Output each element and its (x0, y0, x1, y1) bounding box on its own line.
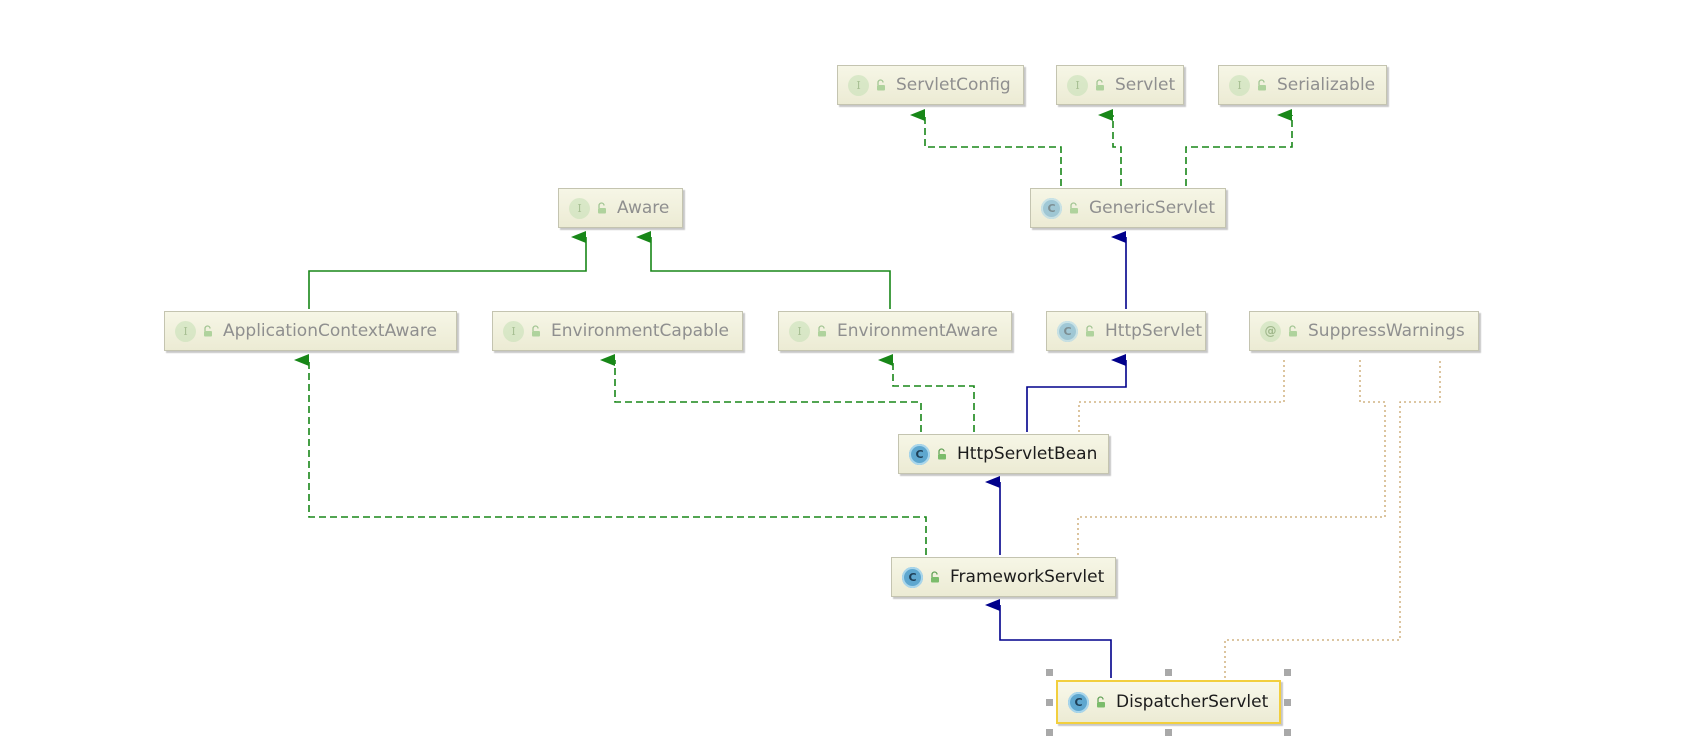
edge-dispatcherservlet-suppresswarnings (1224, 358, 1441, 678)
node-label: DispatcherServlet (1116, 692, 1269, 712)
node-servlet[interactable]: I Servlet (1056, 65, 1184, 105)
resize-handle-right[interactable] (1284, 699, 1291, 706)
node-environmentaware[interactable]: I EnvironmentAware (778, 311, 1012, 351)
node-label: HttpServletBean (957, 444, 1098, 464)
node-label: EnvironmentAware (837, 321, 998, 341)
node-label: Serializable (1277, 75, 1376, 95)
node-label: FrameworkServlet (950, 567, 1105, 587)
edge-httpservletbean-suppresswarnings (1078, 358, 1285, 432)
resize-handle-top-left[interactable] (1046, 669, 1053, 676)
node-applicationcontextaware[interactable]: I ApplicationContextAware (164, 311, 457, 351)
edge-genericservlet-servlet (1098, 109, 1122, 186)
unlock-icon (1289, 325, 1297, 337)
node-httpservlet[interactable]: C HttpServlet (1046, 311, 1206, 351)
edge-applicationcontextaware-aware (308, 231, 587, 309)
interface-icon: I (848, 74, 869, 96)
node-label: Aware (617, 198, 670, 218)
node-label: HttpServlet (1105, 321, 1203, 341)
node-label: ApplicationContextAware (223, 321, 437, 341)
class-icon: C (1041, 197, 1062, 219)
node-label: SuppressWarnings (1308, 321, 1465, 341)
class-icon: C (1057, 320, 1078, 342)
resize-handle-bottom-left[interactable] (1046, 729, 1053, 736)
unlock-icon (1070, 202, 1078, 214)
unlock-icon (1258, 79, 1266, 91)
edge-frameworkservlet-applicationcontextaware (294, 354, 927, 555)
unlock-icon (598, 202, 606, 214)
interface-icon: I (569, 197, 590, 219)
interface-icon: I (789, 320, 810, 342)
resize-handle-bottom-right[interactable] (1284, 729, 1291, 736)
resize-handle-bottom[interactable] (1165, 729, 1172, 736)
interface-icon: I (1067, 74, 1088, 96)
unlock-icon (818, 325, 826, 337)
unlock-icon (532, 325, 540, 337)
edge-genericservlet-serializable (1185, 109, 1293, 186)
unlock-icon (877, 79, 885, 91)
edge-httpservletbean-environmentcapable (600, 354, 922, 432)
node-aware[interactable]: I Aware (558, 188, 683, 228)
node-environmentcapable[interactable]: I EnvironmentCapable (492, 311, 743, 351)
annotation-icon: @ (1260, 320, 1281, 342)
unlock-icon (1097, 696, 1105, 708)
interface-icon: I (503, 320, 524, 342)
unlock-icon (1086, 325, 1094, 337)
class-icon: C (902, 566, 923, 588)
node-serializable[interactable]: I Serializable (1218, 65, 1387, 105)
unlock-icon (1096, 79, 1104, 91)
resize-handle-top-right[interactable] (1284, 669, 1291, 676)
edge-httpservletbean-httpservlet (1026, 354, 1127, 432)
unlock-icon (931, 571, 939, 583)
node-frameworkservlet[interactable]: C FrameworkServlet (891, 557, 1116, 597)
node-genericservlet[interactable]: C GenericServlet (1030, 188, 1226, 228)
node-label: GenericServlet (1089, 198, 1216, 218)
class-icon: C (1068, 691, 1089, 713)
node-label: Servlet (1115, 75, 1176, 95)
interface-icon: I (175, 320, 196, 342)
interface-icon: I (1229, 74, 1250, 96)
edge-frameworkservlet-suppresswarnings (1077, 358, 1386, 555)
unlock-icon (204, 325, 212, 337)
node-suppresswarnings[interactable]: @ SuppressWarnings (1249, 311, 1479, 351)
node-dispatcherservlet[interactable]: C DispatcherServlet (1056, 680, 1281, 724)
edge-genericservlet-servletconfig (910, 109, 1062, 186)
edge-environmentaware-aware (636, 231, 891, 309)
node-servletconfig[interactable]: I ServletConfig (837, 65, 1024, 105)
node-label: EnvironmentCapable (551, 321, 730, 341)
edge-dispatcherservlet-frameworkservlet (985, 599, 1112, 678)
resize-handle-top[interactable] (1165, 669, 1172, 676)
resize-handle-left[interactable] (1046, 699, 1053, 706)
class-icon: C (909, 443, 930, 465)
edge-httpservletbean-environmentaware (878, 354, 975, 432)
node-label: ServletConfig (896, 75, 1011, 95)
unlock-icon (938, 448, 946, 460)
node-httpservletbean[interactable]: C HttpServletBean (898, 434, 1109, 474)
